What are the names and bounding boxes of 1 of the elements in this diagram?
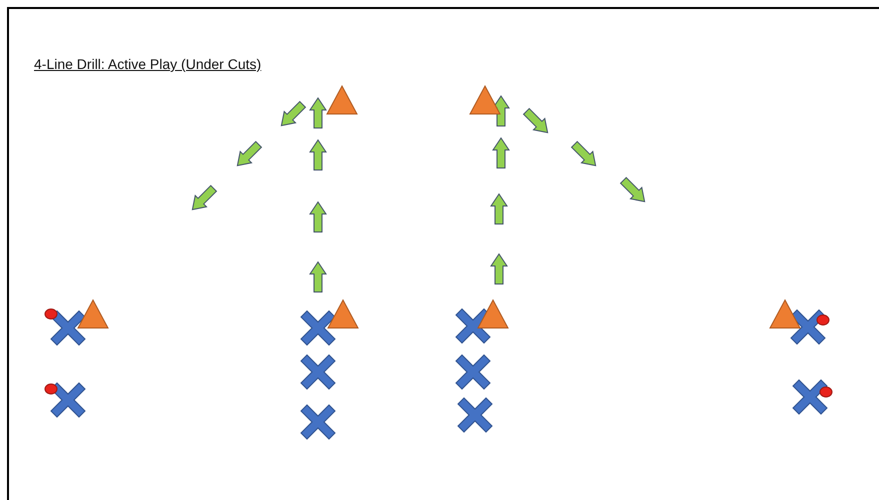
title: 4-Line Drill: Active Play (Under Cuts): [34, 55, 262, 74]
